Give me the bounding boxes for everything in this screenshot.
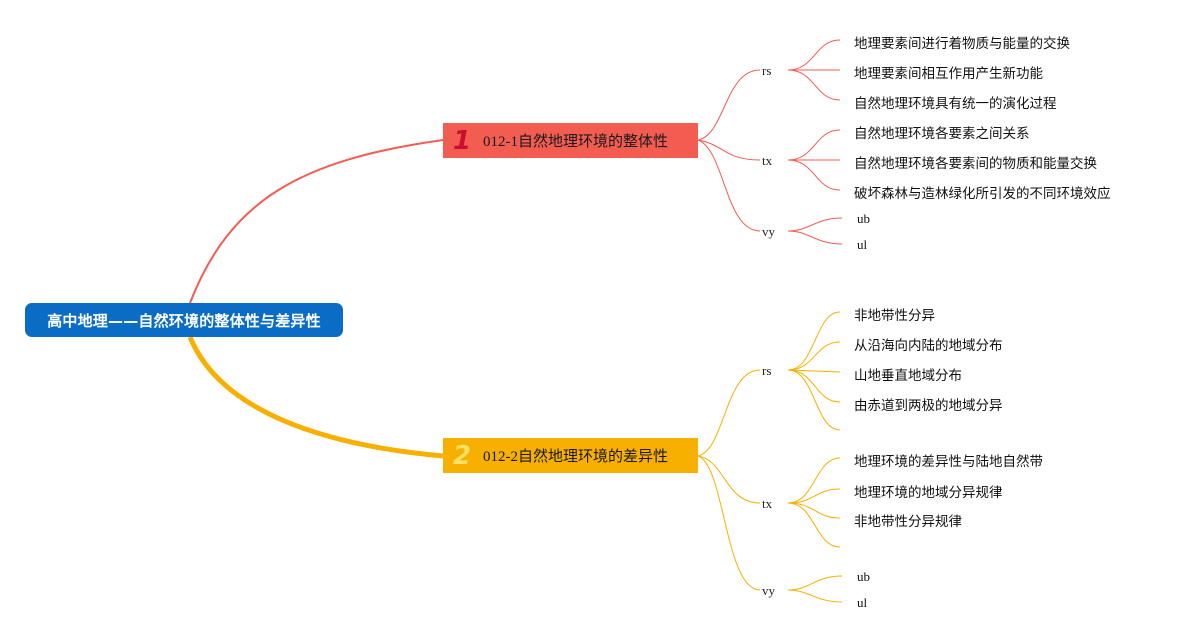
b2-vy-item-2[interactable]: ul [857, 595, 868, 610]
root-node-label: 高中地理——自然环境的整体性与差异性 [47, 311, 321, 330]
b1-group-rs[interactable]: rs [762, 63, 772, 78]
b2-tx-item-2[interactable]: 地理环境的地域分异规律 [854, 485, 1003, 501]
b1-rs-item-3[interactable]: 自然地理环境具有统一的演化过程 [854, 96, 1057, 112]
b1-tx-item-3[interactable]: 破坏森林与造林绿化所引发的不同环境效应 [854, 186, 1111, 202]
b2-rs-item-4[interactable]: 由赤道到两极的地域分异 [854, 398, 1003, 414]
connector-b2-vy-leaf-2 [787, 589, 843, 603]
b1-tx-item-2[interactable]: 自然地理环境各要素间的物质和能量交换 [854, 156, 1097, 172]
branch-node-1[interactable]: 1 012-1自然地理环境的整体性 [443, 123, 698, 158]
b2-vy-item-1[interactable]: ub [857, 569, 870, 584]
connector-b2-vy [697, 455, 761, 591]
connector-b2-rs-leaf-3 [787, 369, 841, 373]
connector-b1-vy-leaf-1 [787, 217, 843, 232]
connector-b2-tx-leaf-1 [787, 457, 841, 504]
branch-label-2: 012-2自然地理环境的差异性 [483, 449, 668, 465]
b1-vy-item-1[interactable]: ub [857, 211, 870, 226]
connector-b1-rs-leaf-1 [787, 39, 841, 71]
connector-root-branch-2 [187, 336, 444, 459]
b2-tx-item-3[interactable]: 非地带性分异规律 [854, 514, 962, 530]
connector-b2-tx-leaf-2 [787, 488, 841, 504]
connector-b2-rs-leaf-1 [787, 311, 841, 371]
branch-node-2[interactable]: 2 012-2自然地理环境的差异性 [443, 438, 698, 473]
b1-rs-item-2[interactable]: 地理要素间相互作用产生新功能 [854, 66, 1043, 82]
connector-root-branch-1 [189, 139, 444, 304]
connector-b2-vy-leaf-1 [787, 575, 843, 591]
b2-rs-item-1[interactable]: 非地带性分异 [854, 308, 935, 324]
b1-tx-item-1[interactable]: 自然地理环境各要素之间关系 [854, 126, 1030, 142]
b1-group-vy[interactable]: vy [762, 224, 775, 239]
connector-b2-rs [697, 369, 761, 457]
connector-b1-rs [697, 69, 761, 141]
connector-b2-rs-leaf-2 [787, 341, 841, 371]
b2-tx-item-1[interactable]: 地理环境的差异性与陆地自然带 [854, 454, 1043, 470]
b1-vy-item-2[interactable]: ul [857, 237, 868, 252]
connector-b2-rs-leaf-4 [787, 369, 841, 403]
root-node[interactable]: 高中地理——自然环境的整体性与差异性 [25, 303, 343, 337]
b1-rs-item-1[interactable]: 地理要素间进行着物质与能量的交换 [854, 36, 1070, 52]
b2-group-tx[interactable]: tx [762, 496, 773, 511]
b2-rs-item-3[interactable]: 山地垂直地域分布 [854, 368, 962, 384]
connector-b1-vy [697, 139, 761, 232]
connector-b1-tx-leaf-3 [787, 159, 841, 191]
b1-group-tx[interactable]: tx [762, 153, 773, 168]
connector-b2-rs-leaf-5 [787, 369, 841, 431]
b2-group-rs[interactable]: rs [762, 363, 772, 378]
branch-number-2: 2 [452, 440, 472, 471]
connector-b1-rs-leaf-3 [787, 69, 841, 101]
connector-b1-vy-leaf-2 [787, 230, 843, 245]
branch-number-1: 1 [452, 125, 472, 156]
connector-b1-tx-leaf-1 [787, 129, 841, 161]
connector-b1-tx [697, 139, 761, 161]
connector-b2-tx [697, 455, 761, 504]
b2-rs-item-2[interactable]: 从沿海向内陆的地域分布 [854, 338, 1003, 354]
b2-group-vy[interactable]: vy [762, 583, 775, 598]
branch-label-1: 012-1自然地理环境的整体性 [483, 134, 668, 150]
connector-b2-tx-leaf-3 [787, 502, 841, 519]
connector-b2-tx-leaf-4 [787, 502, 841, 548]
